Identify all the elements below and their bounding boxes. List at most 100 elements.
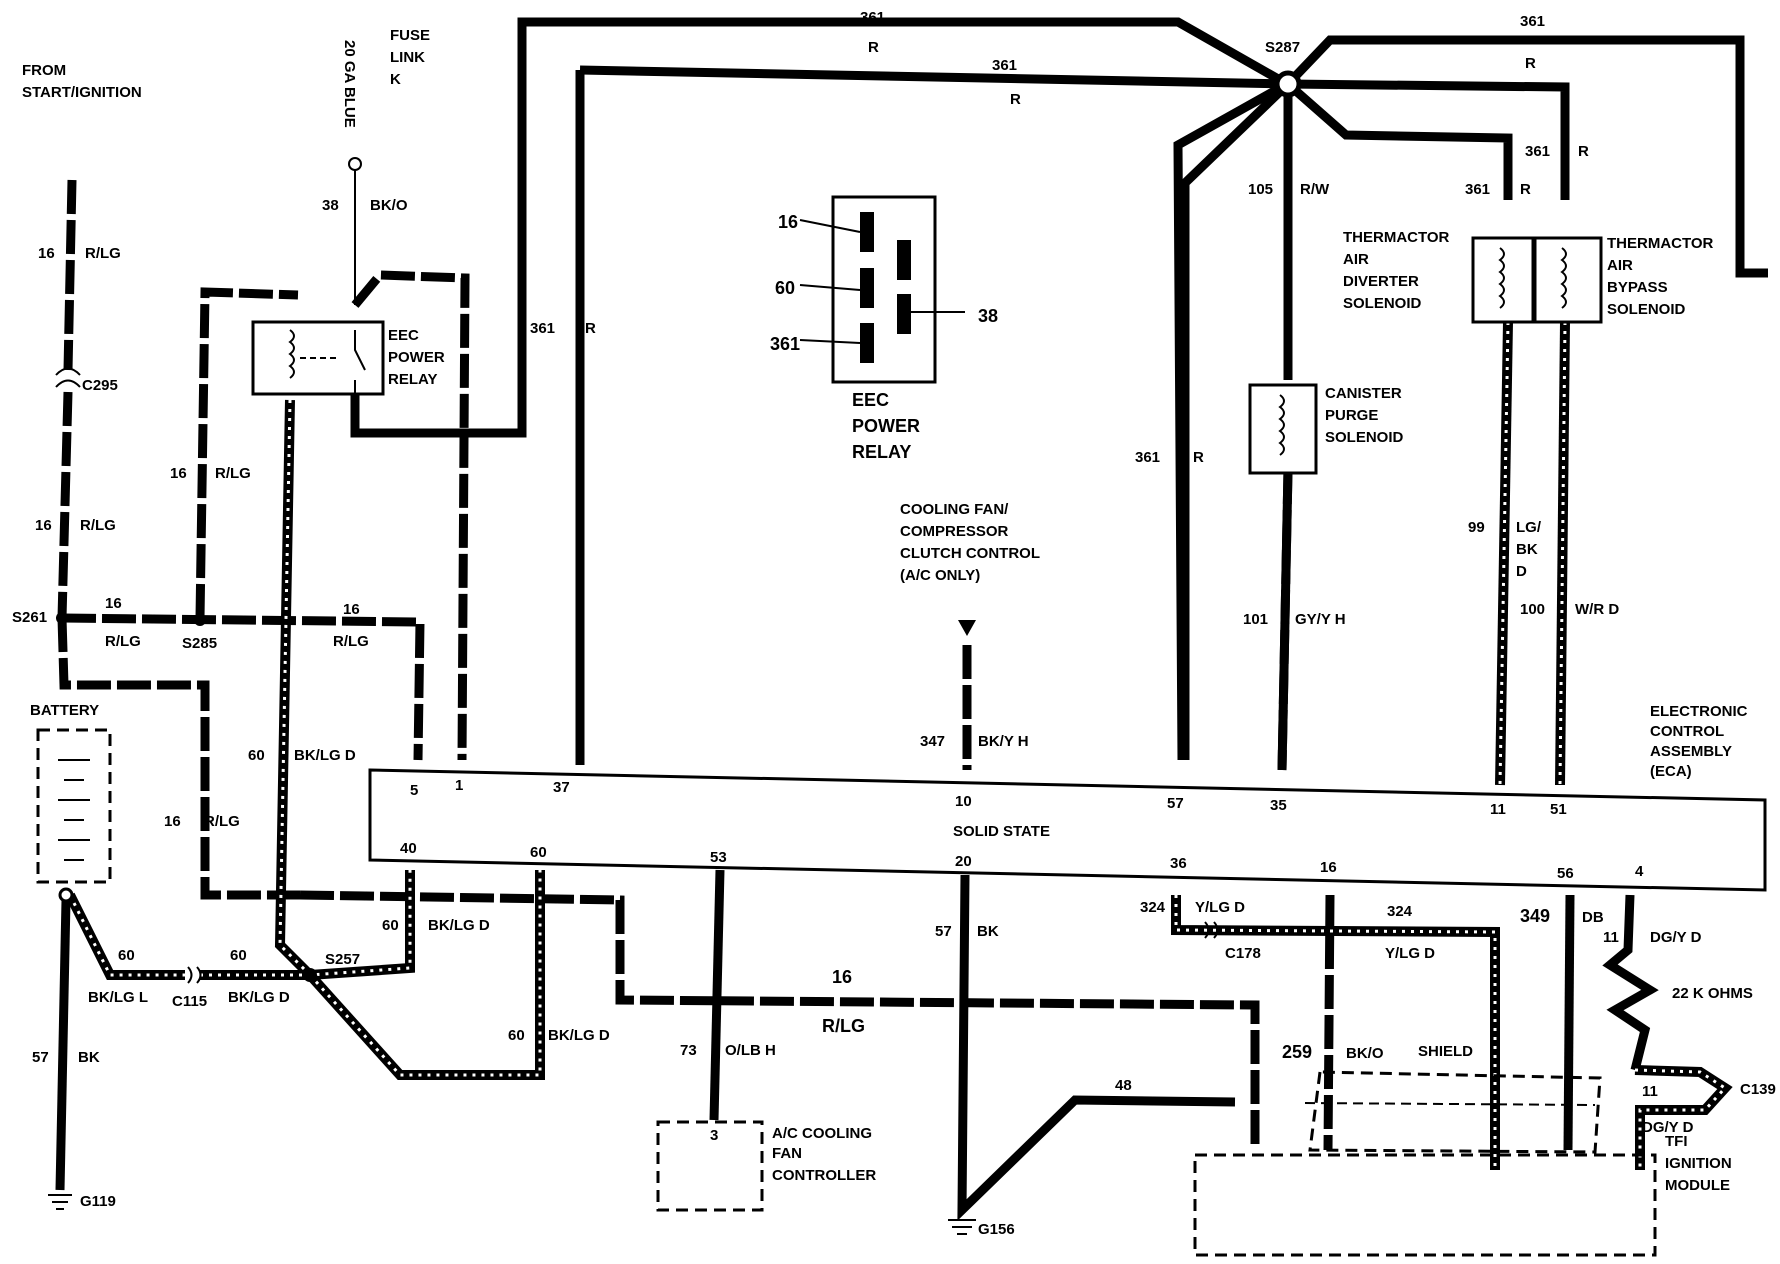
wire-101-gyyh [1277,469,1293,771]
c139-label: C139 [1740,1081,1776,1098]
svg-text:SOLENOID: SOLENOID [1607,301,1686,318]
bklgd-b: BK/LG D [428,917,490,934]
canister-label: CANISTER PURGE SOLENOID [1325,385,1404,446]
r-a: R [1520,181,1531,198]
ac-controller-label: A/C COOLING FAN CONTROLLER [772,1125,876,1184]
svg-text:16: 16 [1320,859,1337,876]
lgbk-1: LG/ [1516,519,1542,536]
db-label: DB [1582,909,1604,926]
fuse-link-2: LINK [390,49,425,66]
connector-c178 [1204,921,1219,939]
bk57b: BK [977,923,999,940]
svg-text:CLUTCH CONTROL: CLUTCH CONTROL [900,545,1040,562]
svg-text:AIR: AIR [1607,257,1633,274]
dgyd-b: DG/Y D [1642,1119,1694,1136]
wire-324-ylgd [1171,895,1500,1170]
bklgd-e: BK/LG D [548,1027,610,1044]
rlg-g: R/LG [822,1016,865,1036]
eec-big-1: EEC [852,390,889,410]
svg-text:36: 36 [1170,855,1187,872]
svg-text:(A/C ONLY): (A/C ONLY) [900,567,980,584]
eec-relay-label-3: RELAY [388,371,437,388]
w73: 73 [680,1042,697,1059]
c295-label: C295 [82,377,118,394]
fuse-link-3: K [390,71,401,88]
wire-57-bk [48,887,74,1210]
fuse-link-1: FUSE [390,27,430,44]
w57b: 57 [935,923,952,940]
r-left: R [585,320,596,337]
svg-text:35: 35 [1270,797,1287,814]
rlg-d: R/LG [105,633,141,650]
svg-text:57: 57 [1167,795,1184,812]
from-label-1: FROM [22,62,66,79]
rlg-e: R/LG [333,633,369,650]
wrd-label: W/R D [1575,601,1619,618]
shield-label: SHIELD [1418,1043,1473,1060]
w101: 101 [1243,611,1268,628]
w349: 349 [1520,906,1550,926]
wire-73-olbh [709,869,725,1121]
eca-body [368,768,1767,892]
svg-text:4: 4 [1635,863,1644,880]
lgbk-3: D [1516,563,1527,580]
svg-text:56: 56 [1557,865,1574,882]
rw-label: R/W [1300,181,1330,198]
thermactor-bypass-label: THERMACTOR AIR BYPASS SOLENOID [1607,235,1714,318]
wire-57-g156 [948,874,1236,1235]
from-label-2: START/IGNITION [22,84,142,101]
svg-text:10: 10 [955,793,972,810]
pin-60: 60 [775,278,795,298]
svg-text:FAN: FAN [772,1145,802,1162]
w11a: 11 [1603,929,1619,946]
g156-label: G156 [978,1221,1015,1238]
lgbk-2: BK [1516,541,1538,558]
w347: 347 [920,733,945,750]
r-mid: R [1193,449,1204,466]
w361-a: 361 [1465,181,1490,198]
w38-num: 38 [322,197,339,214]
eec-big-3: RELAY [852,442,911,462]
pin-16: 16 [778,212,798,232]
svg-text:20: 20 [955,853,972,870]
solid-state-label: SOLID STATE [953,823,1050,840]
s261-label: S261 [12,609,47,626]
svg-text:SOLENOID: SOLENOID [1343,295,1422,312]
w16-b: 16 [170,465,187,482]
eec-relay-label-2: POWER [388,349,445,366]
splice-s285 [194,614,206,626]
svg-text:A/C COOLING: A/C COOLING [772,1125,872,1142]
w60-b: 60 [382,917,399,934]
splice-s257 [303,968,317,982]
r-top: R [868,39,879,56]
w361-top: 361 [860,9,885,26]
svg-text:BYPASS: BYPASS [1607,279,1668,296]
w60-d: 60 [230,947,247,964]
w16-c: 16 [35,517,52,534]
svg-text:DIVERTER: DIVERTER [1343,273,1419,290]
svg-text:40: 40 [400,840,417,857]
g119-label: G119 [80,1193,116,1210]
eec-relay-label-1: EEC [388,327,419,344]
svg-text:51: 51 [1550,801,1567,818]
thermactor-diverter-solenoid [1471,236,1535,324]
battery-label: BATTERY [30,702,99,719]
bklgd-d: BK/LG D [228,989,290,1006]
ohms-label: 22 K OHMS [1672,985,1753,1002]
svg-text:(ECA): (ECA) [1650,763,1692,780]
svg-text:COOLING FAN/: COOLING FAN/ [900,501,1009,518]
tfi-label: TFI IGNITION MODULE [1665,1133,1732,1194]
wire-99-100 [1495,321,1570,786]
svg-text:1: 1 [455,777,463,794]
gyyh-label: GY/Y H [1295,611,1346,628]
r-second: R [1010,91,1021,108]
splice-s261 [56,612,68,624]
w259: 259 [1282,1042,1312,1062]
w38-color: BK/O [370,197,408,214]
w324a: 324 [1140,899,1166,916]
eca-pins-top: 5 1 37 10 57 35 11 51 [410,777,1567,818]
eec-power-relay-small [251,320,385,396]
w105: 105 [1248,181,1273,198]
rlg-f: R/LG [204,813,240,830]
